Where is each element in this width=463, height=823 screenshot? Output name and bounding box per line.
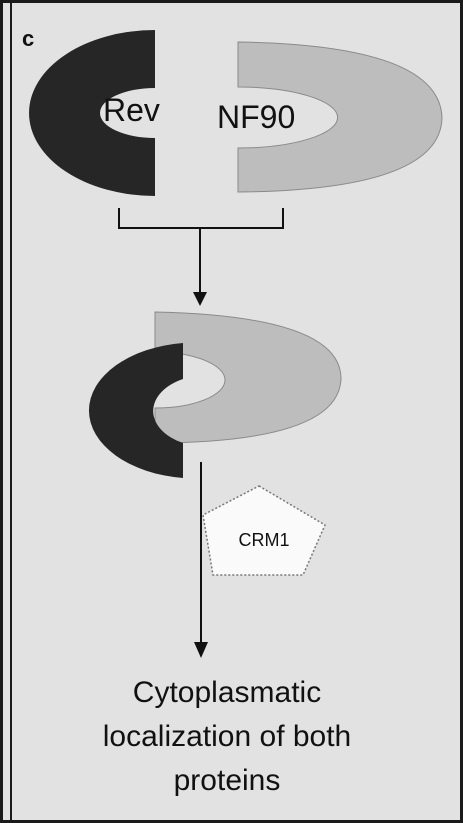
export-arrowhead xyxy=(194,642,208,658)
outcome-text-line3: proteins xyxy=(174,764,281,797)
nf90-shape-separate xyxy=(237,41,443,193)
panel-letter: c xyxy=(22,26,34,51)
panel-left-border xyxy=(10,3,459,820)
nf90-label: NF90 xyxy=(217,99,295,135)
crm1-pentagon xyxy=(202,485,326,576)
crm1-label: CRM1 xyxy=(238,530,289,550)
rev-shape-complex xyxy=(88,343,183,478)
join-bracket xyxy=(118,208,284,296)
outcome-text-line2: localization of both xyxy=(103,720,352,753)
rev-shape-separate xyxy=(29,30,155,196)
arrowhead-to-complex xyxy=(193,292,207,306)
outcome-text-line1: Cytoplasmatic xyxy=(133,676,321,709)
rev-label: Rev xyxy=(103,92,160,128)
